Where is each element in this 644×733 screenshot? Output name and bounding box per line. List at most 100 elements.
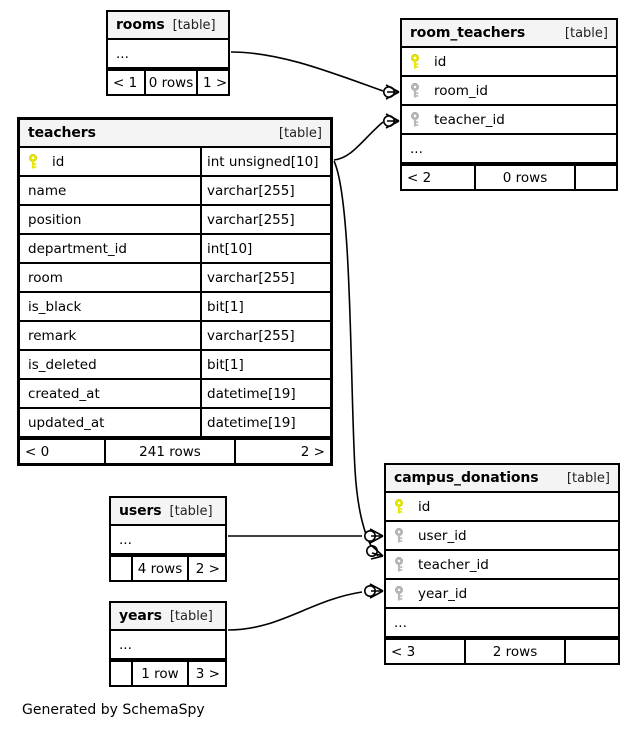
table-title: campus_donations	[394, 470, 539, 486]
optional-marker	[363, 584, 376, 597]
table-row: department_id int[10]	[20, 235, 330, 264]
table-title: room_teachers	[410, 25, 526, 41]
table-footer: < 0 241 rows 2 >	[20, 438, 330, 463]
edge-teachers-to-room_teachers	[333, 113, 400, 161]
footer-parent-count[interactable]: < 1	[108, 71, 146, 94]
table-header: years [table]	[111, 603, 225, 631]
column-type: int unsigned[10]	[200, 148, 330, 175]
table-row: position varchar[255]	[20, 206, 330, 235]
optional-marker	[382, 86, 395, 99]
column-name: teacher_id	[418, 556, 489, 573]
table-row: remark varchar[255]	[20, 322, 330, 351]
column-type: varchar[255]	[200, 322, 330, 349]
generated-by-credit: Generated by SchemaSpy	[22, 702, 205, 718]
table-row-ellipsis: ...	[111, 526, 225, 555]
table-header: room_teachers [table]	[402, 20, 616, 48]
column-name: created_at	[28, 385, 100, 402]
ellipsis-label: ...	[394, 614, 407, 631]
table-footer: 1 row 3 >	[111, 660, 225, 685]
table-row: teacher_id	[402, 106, 616, 135]
column-type: bit[1]	[200, 351, 330, 378]
table-title: users	[119, 503, 162, 519]
table-tag: [table]	[169, 503, 213, 519]
footer-row-count: 2 rows	[466, 640, 566, 663]
table-row: created_at datetime[19]	[20, 380, 330, 409]
ellipsis-label: ...	[116, 45, 129, 62]
table-footer: < 2 0 rows	[402, 164, 616, 189]
table-row: name varchar[255]	[20, 177, 330, 206]
table-footer: < 1 0 rows 1 >	[108, 69, 228, 94]
key-icon-primary	[402, 53, 428, 70]
footer-parent-count[interactable]: < 3	[386, 640, 466, 663]
table-row: user_id	[386, 522, 618, 551]
column-name: position	[28, 211, 82, 228]
edge-teachers-to-campus_donations	[333, 160, 384, 560]
footer-child-count[interactable]: 2 >	[195, 560, 220, 577]
column-name: is_black	[28, 298, 82, 315]
key-icon-foreign	[386, 527, 412, 544]
table-footer: < 3 2 rows	[386, 638, 618, 663]
footer-parent-count[interactable]	[111, 557, 133, 580]
column-type: varchar[255]	[200, 264, 330, 291]
optional-marker	[363, 529, 376, 542]
footer-parent-count[interactable]	[111, 662, 133, 685]
footer-child-count[interactable]: 3 >	[195, 665, 220, 682]
table-row: is_deleted bit[1]	[20, 351, 330, 380]
column-type: datetime[19]	[200, 409, 330, 436]
column-name: remark	[28, 327, 77, 344]
column-name: is_deleted	[28, 356, 97, 373]
table-row-ellipsis: ...	[386, 609, 618, 638]
table-title: teachers	[28, 125, 96, 141]
footer-parent-count[interactable]: < 0	[20, 440, 106, 463]
key-icon-foreign	[386, 585, 412, 602]
table-header: rooms [table]	[108, 12, 228, 40]
table-rooms[interactable]: rooms [table] ... < 1 0 rows 1 >	[106, 10, 230, 96]
key-icon-primary	[20, 153, 46, 170]
column-name: name	[28, 182, 67, 199]
column-type: varchar[255]	[200, 206, 330, 233]
column-name: updated_at	[28, 414, 105, 431]
column-name: id	[52, 153, 65, 170]
footer-child-count[interactable]	[566, 640, 618, 663]
edge-users-to-campus_donations	[228, 528, 384, 544]
column-name: user_id	[418, 527, 467, 544]
footer-child-count[interactable]	[576, 166, 616, 189]
table-campus_donations[interactable]: campus_donations [table] id	[384, 463, 620, 665]
table-years[interactable]: years [table] ... 1 row 3 >	[109, 601, 227, 687]
table-row: updated_at datetime[19]	[20, 409, 330, 438]
table-tag: [table]	[172, 17, 216, 33]
ellipsis-label: ...	[410, 140, 423, 157]
table-row: room varchar[255]	[20, 264, 330, 293]
key-icon-foreign	[386, 556, 412, 573]
optional-marker	[382, 115, 395, 128]
column-name: teacher_id	[434, 111, 505, 128]
table-row: is_black bit[1]	[20, 293, 330, 322]
ellipsis-label: ...	[119, 531, 132, 548]
footer-parent-count[interactable]: < 2	[402, 166, 476, 189]
table-teachers[interactable]: teachers [table] id int unsigned[10] nam…	[17, 117, 333, 466]
footer-row-count: 1 row	[133, 662, 189, 685]
key-icon-foreign	[402, 82, 428, 99]
column-type: int[10]	[200, 235, 330, 262]
table-row-ellipsis: ...	[111, 631, 225, 660]
footer-row-count: 0 rows	[146, 71, 198, 94]
column-name: room_id	[434, 82, 488, 99]
column-name: department_id	[28, 240, 127, 257]
table-row: year_id	[386, 580, 618, 609]
footer-child-count[interactable]: 1 >	[203, 74, 228, 91]
key-icon-foreign	[402, 111, 428, 128]
table-row-ellipsis: ...	[108, 40, 228, 69]
table-tag: [table]	[278, 125, 322, 141]
column-type: varchar[255]	[200, 177, 330, 204]
table-room_teachers[interactable]: room_teachers [table] id	[400, 18, 618, 191]
table-header: teachers [table]	[20, 120, 330, 148]
edge-rooms-to-room_teachers	[230, 51, 400, 100]
table-row: id	[402, 48, 616, 77]
key-icon-primary	[386, 498, 412, 515]
footer-row-count: 241 rows	[106, 440, 236, 463]
footer-child-count[interactable]: 2 >	[300, 443, 325, 460]
table-row: teacher_id	[386, 551, 618, 580]
column-name: year_id	[418, 585, 468, 602]
table-users[interactable]: users [table] ... 4 rows 2 >	[109, 496, 227, 582]
column-type: datetime[19]	[200, 380, 330, 407]
